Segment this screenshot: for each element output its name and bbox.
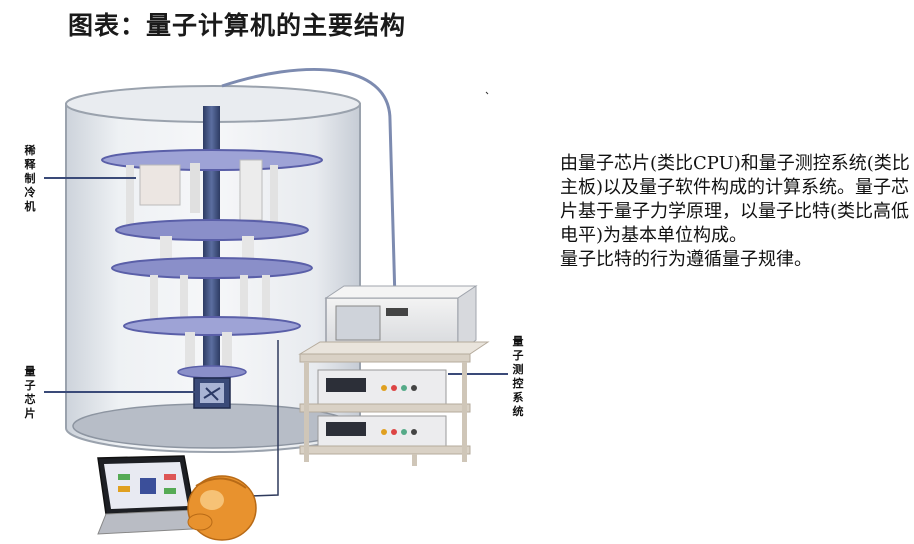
mixing-plate (178, 366, 246, 378)
label-dilution-refrigerator: 稀释制冷机 (23, 144, 37, 214)
description-paragraph-2: 量子比特的行为遵循量子规律。 (560, 248, 912, 272)
description-paragraph-1: 由量子芯片(类比CPU)和量子测控系统(类比主板)以及量子软件构成的计算系统。量… (560, 152, 912, 248)
quantum-chip-module (194, 378, 230, 408)
dilution-refrigerator (66, 86, 360, 452)
character-icon (188, 476, 256, 540)
measurement-control-rack (300, 286, 488, 466)
label-measurement-control: 量子测控系统 (511, 335, 525, 419)
label-quantum-chip: 量子芯片 (23, 365, 37, 421)
description-text: 由量子芯片(类比CPU)和量子测控系统(类比主板)以及量子软件构成的计算系统。量… (560, 152, 912, 272)
device-logo-icon (386, 308, 408, 316)
